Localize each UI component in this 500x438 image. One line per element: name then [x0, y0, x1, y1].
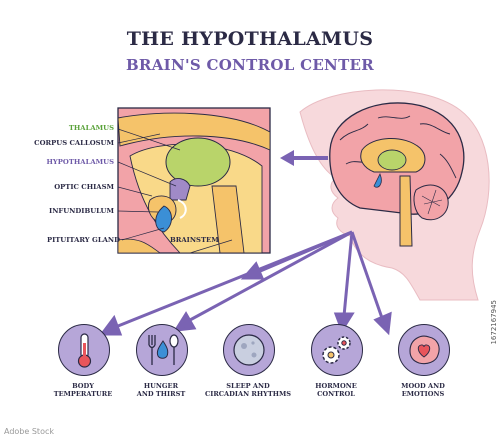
label-optic-chiasm: OPTIC CHIASM	[54, 183, 114, 191]
function-arrows	[99, 230, 392, 336]
moon-icon	[223, 324, 275, 376]
stock-watermark: Adobe Stock	[4, 427, 54, 436]
caption-line: BODY	[72, 382, 94, 390]
stock-id: 1672167945	[490, 300, 498, 345]
caption-line: HORMONE	[315, 382, 357, 390]
page-title: THE HYPOTHALAMUS	[126, 28, 374, 50]
brain-small	[329, 102, 465, 247]
thermometer-icon	[58, 324, 110, 376]
caption-line: MOOD AND	[401, 382, 445, 390]
caption-line: TEMPERATURE	[53, 390, 113, 399]
caption-line: CIRCADIAN RHYTHMS	[204, 390, 292, 399]
caption-line: EMOTIONS	[401, 390, 445, 399]
function-caption: BODY TEMPERATURE	[28, 382, 138, 398]
caption-line: AND THIRST	[136, 390, 186, 399]
heart-brain-icon	[398, 324, 450, 376]
function-caption: SLEEP AND CIRCADIAN RHYTHMS	[193, 382, 303, 398]
label-pituitary-gland: PITUITARY GLAND	[46, 236, 120, 244]
gears-icon	[311, 324, 363, 376]
page-subtitle: BRAIN'S CONTROL CENTER	[125, 56, 375, 74]
function-caption: MOOD AND EMOTIONS	[368, 382, 478, 398]
caption-line: HUNGER	[143, 382, 179, 390]
fork-spoon-drop-icon	[136, 324, 188, 376]
label-brainstem: BRAINSTEM	[170, 236, 219, 244]
function-caption: HUNGER AND THIRST	[106, 382, 216, 398]
label-hypothalamus: HYPOTHALAMUS	[46, 158, 114, 166]
caption-line: SLEEP AND	[226, 382, 270, 390]
label-corpus-callosum: CORPUS CALLOSUM	[34, 139, 114, 147]
function-caption: HORMONE CONTROL	[281, 382, 391, 398]
caption-line: CONTROL	[317, 390, 355, 399]
label-infundibulum: INFUNDIBULUM	[49, 207, 114, 215]
label-thalamus: THALAMUS	[68, 124, 114, 132]
zoomed-brain-section	[117, 107, 271, 254]
